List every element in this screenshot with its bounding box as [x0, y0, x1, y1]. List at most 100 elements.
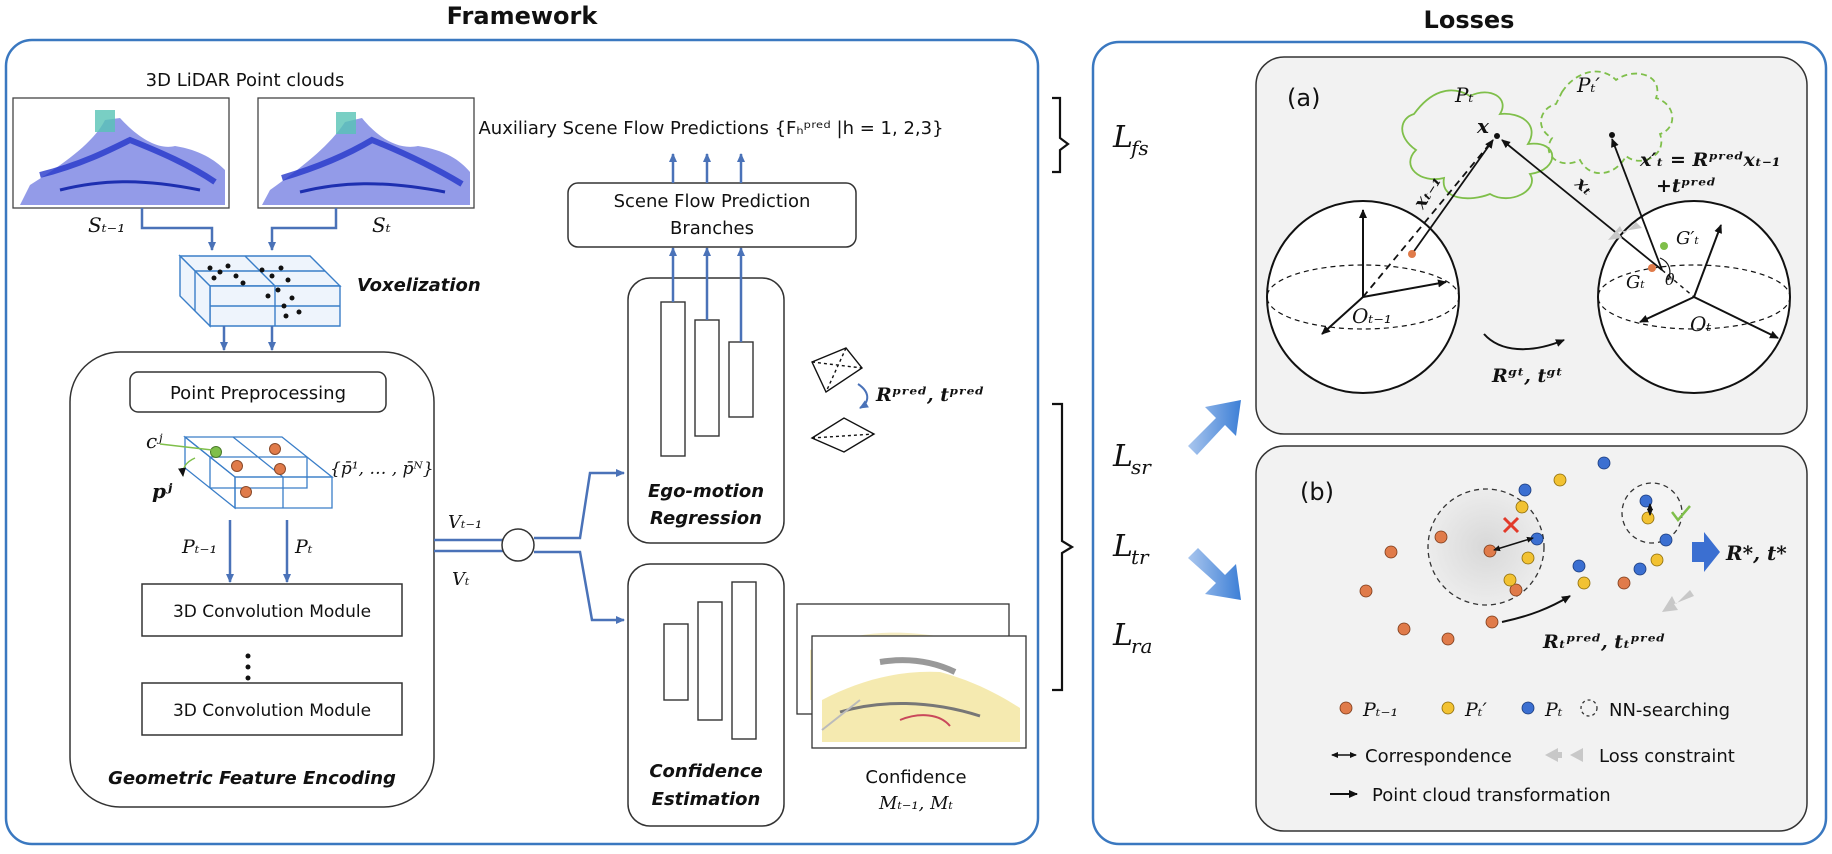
x-prime-point — [1609, 132, 1615, 138]
ellipsis-dots — [245, 653, 251, 681]
p-j-label: pʲ — [152, 479, 173, 503]
ego-label-line1: Ego-motion — [648, 481, 764, 502]
wrong-match-icon — [1502, 516, 1520, 534]
lidar-to-voxel-line-right — [268, 208, 338, 251]
conv-module-1-label: 3D Convolution Module — [173, 602, 371, 622]
orange-point-g-t — [1648, 264, 1656, 272]
x-label: x — [1476, 114, 1490, 138]
gray-arrow-a — [1608, 222, 1642, 240]
to-ego-arrow — [534, 469, 625, 540]
x-prime-line1: x′ₜ = Rᵖʳᵉᵈxₜ₋₁ — [1639, 149, 1780, 171]
x-t-vector — [1501, 139, 1663, 271]
r-gt-label: Rᵍᵗ, tᵍᵗ — [1491, 365, 1563, 387]
conf-label-line2: Estimation — [652, 789, 761, 810]
transform-arrow-b — [1501, 595, 1571, 623]
svg-text:L: L — [1112, 439, 1133, 474]
o-t-label: Oₜ — [1690, 312, 1711, 336]
p-t-label: Pₜ — [1454, 83, 1473, 107]
point-preprocessing-label: Point Preprocessing — [170, 383, 346, 404]
v-prev-label: Vₜ₋₁ — [448, 512, 482, 533]
p-t-prime-contour — [1540, 70, 1674, 175]
svg-text:Pₜ: Pₜ — [1544, 699, 1563, 721]
sf-branches-line1: Scene Flow Prediction — [614, 191, 811, 212]
p-prev-label: Pₜ₋₁ — [181, 536, 217, 558]
legend: Pₜ₋₁ Pₜ′ Pₜ NN-searching Correspondence … — [1330, 699, 1735, 806]
g-prime-label: G′ₜ — [1676, 228, 1699, 249]
points-p-prev — [1359, 530, 1631, 646]
ego-label-line2: Regression — [650, 508, 762, 529]
l-fs-label: L fs — [1112, 120, 1149, 160]
to-conf-arrow — [534, 550, 625, 624]
c-j-pointer-line — [159, 443, 213, 451]
result-label: R*, t* — [1725, 541, 1787, 565]
p-curr-label: Pₜ — [294, 536, 313, 558]
big-arrow-to-a — [1188, 400, 1241, 455]
panel-a-label: (a) — [1287, 84, 1320, 112]
ego-layer-1 — [660, 301, 686, 457]
svg-text:sr: sr — [1131, 455, 1152, 479]
svg-text:L: L — [1112, 529, 1133, 564]
conv-module-1-box — [141, 583, 403, 637]
point-cloud-curr-image — [257, 97, 475, 209]
lidar-to-voxel-line-left — [140, 208, 216, 251]
x-prime-dashed — [1661, 269, 1695, 298]
svg-text:ra: ra — [1131, 634, 1152, 658]
ego-layer-3 — [728, 341, 754, 418]
sf-branches-line2: Branches — [670, 218, 754, 239]
svg-text:NN-searching: NN-searching — [1609, 700, 1730, 721]
losses-frame — [1091, 40, 1828, 846]
s-prev-label: Sₜ₋₁ — [88, 213, 125, 237]
x-prev-vector — [1362, 139, 1494, 298]
r-gt-arrow — [1483, 333, 1565, 351]
correct-match-icon — [1671, 505, 1691, 522]
conv-module-2-box — [141, 682, 403, 736]
conf-layer-1 — [663, 623, 689, 701]
svg-text:tr: tr — [1131, 545, 1150, 569]
green-point-g-prime — [1660, 242, 1668, 250]
svg-text:fs: fs — [1129, 136, 1149, 160]
svg-text:Pₜ′: Pₜ′ — [1464, 699, 1487, 721]
svg-text:L: L — [1112, 618, 1133, 653]
gray-arrow-b — [1662, 590, 1694, 612]
p-t-prime-label: Pₜ′ — [1576, 73, 1600, 97]
o-prev-label: Oₜ₋₁ — [1352, 304, 1392, 328]
svg-text:Loss constraint: Loss constraint — [1599, 746, 1735, 767]
point-preprocessing-box — [129, 371, 387, 413]
svg-text:Pₜ₋₁: Pₜ₋₁ — [1362, 699, 1398, 721]
pose-icon-top — [811, 347, 864, 394]
r-pred-label: Rᵖʳᵉᵈ, tᵖʳᵉᵈ — [875, 384, 984, 406]
encoding-label: Geometric Feature Encoding — [108, 768, 396, 789]
p-set-label: {p̄¹, … , p̄ᴺ} — [330, 459, 434, 479]
conf-label-line1: Confidence — [649, 761, 762, 782]
panel-b-label: (b) — [1300, 478, 1334, 506]
svg-text:Point cloud transformation: Point cloud transformation — [1372, 785, 1611, 806]
svg-text:Correspondence: Correspondence — [1365, 746, 1512, 767]
x-prime-line2: +tᵖʳᵉᵈ — [1656, 175, 1716, 197]
confidence-map-images — [796, 603, 1027, 749]
framework-title: Framework — [447, 2, 599, 30]
p-j-arrow — [178, 457, 196, 477]
conv-module-2-label: 3D Convolution Module — [173, 701, 371, 721]
big-arrow-to-b — [1188, 548, 1241, 600]
framework-frame — [4, 38, 1040, 846]
point-cloud-prev-image — [12, 97, 230, 209]
pose-rotate-arrow — [857, 383, 869, 409]
losses-title: Losses — [1424, 6, 1515, 34]
brace-bottom — [1052, 402, 1075, 692]
theta-arc — [1659, 257, 1671, 281]
aux-predictions-label: Auxiliary Scene Flow Predictions {Fₕᵖʳᵉᵈ… — [478, 118, 943, 139]
brace-top — [1052, 96, 1070, 174]
result-arrow — [1692, 532, 1720, 572]
confidence-label: Confidence — [865, 767, 966, 788]
points-p-t-prime — [1503, 473, 1664, 590]
correspondence-wrong — [1493, 536, 1534, 552]
l-sr-label: L sr — [1112, 439, 1152, 479]
ego-layer-2 — [694, 319, 720, 437]
svg-text:L: L — [1112, 120, 1133, 155]
c-j-label: cʲ — [146, 429, 163, 453]
m-labels: Mₜ₋₁, Mₜ — [878, 793, 953, 814]
concat-node — [501, 528, 535, 562]
v-curr-label: Vₜ — [452, 569, 470, 590]
point-voxel-grid-icon — [183, 435, 334, 510]
